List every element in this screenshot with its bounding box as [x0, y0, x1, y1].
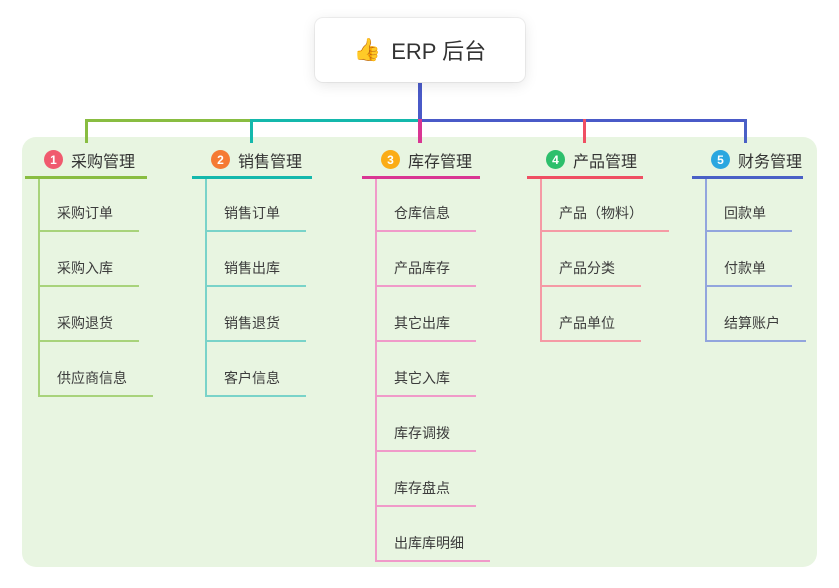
branch-badge-5: 5: [711, 150, 730, 169]
child-label: 仓库信息: [394, 205, 450, 221]
child-label: 回款单: [724, 205, 766, 221]
drop-line-finance: [744, 119, 747, 143]
child-label: 采购订单: [57, 205, 113, 221]
branch-badge-4: 4: [546, 150, 565, 169]
child-node-other-inbound[interactable]: 其它入库: [375, 361, 476, 397]
branch-node-inventory[interactable]: 3 库存管理: [362, 143, 480, 179]
child-node-sales-order[interactable]: 销售订单: [205, 196, 306, 232]
child-node-sales-return[interactable]: 销售退货: [205, 306, 306, 342]
child-node-stock-transfer[interactable]: 库存调拨: [375, 416, 476, 452]
connector-segment-green: [86, 119, 252, 122]
branch-spine-line: [540, 179, 542, 340]
child-label: 产品分类: [559, 260, 615, 276]
branch-badge-2: 2: [211, 150, 230, 169]
child-node-settlement-account[interactable]: 结算账户: [705, 306, 806, 342]
drop-line-purchase: [85, 119, 88, 143]
child-label: 结算账户: [724, 315, 780, 331]
root-connector-line: [418, 80, 422, 122]
child-label: 产品（物料）: [559, 205, 643, 221]
child-label: 其它入库: [394, 370, 450, 386]
branch-node-product[interactable]: 4 产品管理: [527, 143, 643, 179]
branch-node-finance[interactable]: 5 财务管理: [692, 143, 803, 179]
child-label: 销售出库: [224, 260, 280, 276]
child-label: 产品库存: [394, 260, 450, 276]
child-node-warehouse-info[interactable]: 仓库信息: [375, 196, 476, 232]
branch-label-finance: 财务管理: [738, 153, 803, 171]
child-node-sales-outbound[interactable]: 销售出库: [205, 251, 306, 287]
branch-label-purchase: 采购管理: [71, 153, 136, 171]
child-node-other-outbound[interactable]: 其它出库: [375, 306, 476, 342]
branch-spine-line: [38, 179, 40, 395]
child-label: 产品单位: [559, 315, 615, 331]
root-title: ERP 后台: [391, 39, 487, 64]
child-label: 销售退货: [224, 315, 280, 331]
drop-line-inventory: [418, 119, 422, 143]
branch-spine-line: [375, 179, 377, 560]
branch-label-sales: 销售管理: [238, 153, 303, 171]
branch-node-purchase[interactable]: 1 采购管理: [25, 143, 147, 179]
child-label: 销售订单: [224, 205, 280, 221]
child-node-product-unit[interactable]: 产品单位: [540, 306, 641, 342]
child-node-purchase-order[interactable]: 采购订单: [38, 196, 139, 232]
child-label: 供应商信息: [57, 370, 127, 386]
child-label: 其它出库: [394, 315, 450, 331]
child-label: 采购入库: [57, 260, 113, 276]
thumbs-up-icon: 👍: [353, 37, 382, 62]
child-label: 出库库明细: [394, 535, 464, 551]
branch-spine-line: [705, 179, 707, 340]
branch-node-sales[interactable]: 2 销售管理: [192, 143, 312, 179]
child-node-supplier-info[interactable]: 供应商信息: [38, 361, 153, 397]
child-node-product-stock[interactable]: 产品库存: [375, 251, 476, 287]
child-node-purchase-inbound[interactable]: 采购入库: [38, 251, 139, 287]
child-node-product-category[interactable]: 产品分类: [540, 251, 641, 287]
child-label: 采购退货: [57, 315, 113, 331]
child-label: 库存盘点: [394, 480, 450, 496]
connector-segment-teal: [252, 119, 420, 122]
drop-line-product: [583, 119, 586, 143]
branch-badge-1: 1: [44, 150, 63, 169]
child-node-payment-bill[interactable]: 付款单: [705, 251, 792, 287]
child-node-product-material[interactable]: 产品（物料）: [540, 196, 669, 232]
branch-label-product: 产品管理: [573, 153, 638, 171]
branch-label-inventory: 库存管理: [408, 153, 473, 171]
root-node[interactable]: 👍 ERP 后台: [315, 18, 525, 82]
child-node-receipt-bill[interactable]: 回款单: [705, 196, 792, 232]
child-node-customer-info[interactable]: 客户信息: [205, 361, 306, 397]
child-node-outbound-detail[interactable]: 出库库明细: [375, 526, 490, 562]
child-label: 付款单: [724, 260, 766, 276]
child-label: 库存调拨: [394, 425, 450, 441]
branch-spine-line: [205, 179, 207, 395]
child-label: 客户信息: [224, 370, 280, 386]
child-node-purchase-return[interactable]: 采购退货: [38, 306, 139, 342]
child-node-stock-taking[interactable]: 库存盘点: [375, 471, 476, 507]
drop-line-sales: [250, 119, 253, 143]
mindmap-background-panel: [22, 137, 817, 567]
branch-badge-3: 3: [381, 150, 400, 169]
